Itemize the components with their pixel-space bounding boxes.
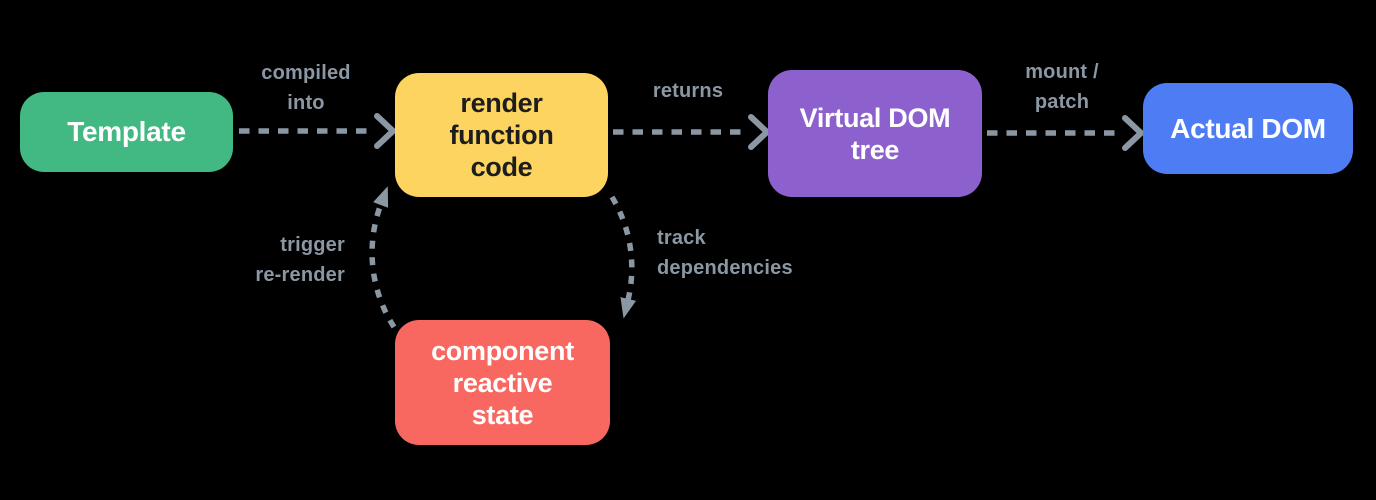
- node-virtual-dom-tree: Virtual DOM tree: [768, 70, 982, 197]
- edge-label-trigger-re-render: trigger re-render: [255, 234, 345, 286]
- edge-label-track-dependencies: track dependencies: [657, 227, 793, 279]
- node-actual-dom: Actual DOM: [1143, 83, 1353, 174]
- node-component-reactive-state: component reactive state: [395, 320, 610, 445]
- edge-label-mount-patch: mount / patch: [1025, 61, 1099, 113]
- edge-label-returns: returns: [652, 80, 724, 102]
- node-template: Template: [20, 92, 233, 172]
- chevron-arrowhead-icon: [748, 114, 770, 150]
- edge-label-compiled-into: compiled into: [261, 62, 351, 114]
- arc-render-to-state: [609, 195, 637, 319]
- node-render-function-code: render function code: [395, 73, 608, 197]
- arc-state-to-render: [369, 186, 397, 329]
- chevron-arrowhead-icon: [374, 113, 396, 149]
- chevron-arrowhead-icon: [1122, 115, 1144, 151]
